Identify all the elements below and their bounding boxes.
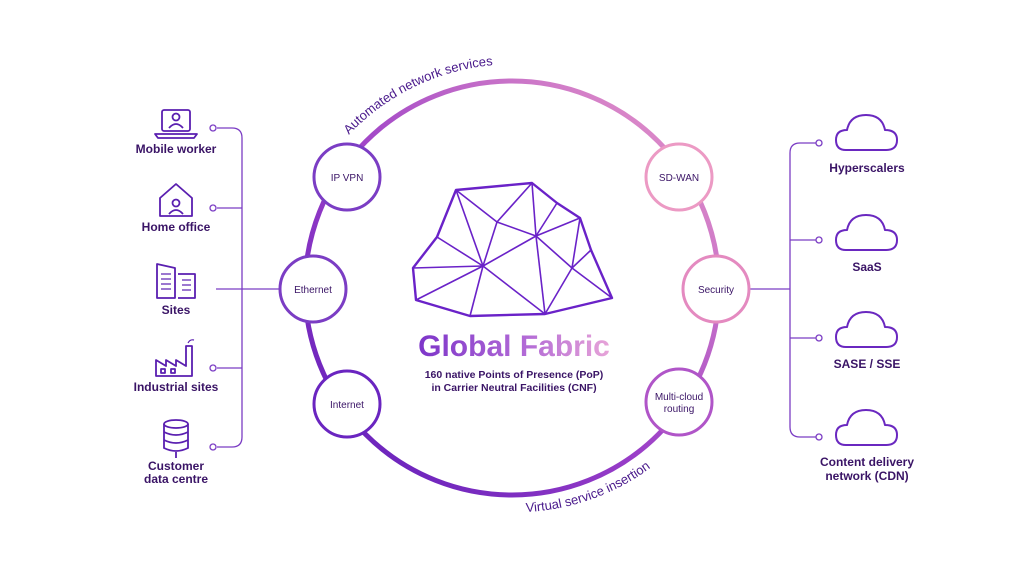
node-sd-wan: SD-WAN — [644, 142, 714, 212]
right-label-saas: SaaS — [852, 260, 881, 274]
node-ethernet-label: Ethernet — [294, 285, 332, 296]
cloud-icon-cdn — [835, 409, 898, 446]
left-connectors — [209, 124, 282, 451]
cloud-icon-sase — [835, 311, 898, 348]
node-multicloud-label-2: routing — [664, 404, 695, 415]
node-ip-vpn-label: IP VPN — [331, 173, 364, 184]
node-security-label: Security — [698, 285, 734, 296]
right-connectors — [748, 139, 823, 441]
left-label-customer-dc-1: Customer — [148, 459, 204, 473]
left-label-customer-dc-2: data centre — [144, 472, 208, 486]
left-label-sites: Sites — [162, 303, 191, 317]
arc-bottom-label: Virtual service insertion — [525, 458, 652, 515]
diagram-title: Global Fabric — [418, 330, 610, 363]
node-security: Security — [681, 254, 751, 324]
left-label-mobile-worker: Mobile worker — [136, 142, 217, 156]
right-label-cdn-2: network (CDN) — [825, 469, 908, 483]
home-user-icon — [159, 183, 193, 217]
node-multicloud-label-1: Multi-cloud — [655, 392, 703, 403]
right-label-hyperscalers: Hyperscalers — [829, 161, 905, 175]
arc-top-label: Automated network services — [340, 53, 493, 137]
factory-icon — [155, 339, 195, 377]
node-internet-label: Internet — [330, 400, 364, 411]
left-label-home-office: Home office — [142, 220, 211, 234]
mesh-cloud-icon — [411, 181, 614, 318]
node-ip-vpn: IP VPN — [312, 142, 382, 212]
subtitle-line-2: in Carrier Neutral Facilities (CNF) — [431, 382, 596, 394]
right-label-cdn-1: Content delivery — [820, 455, 914, 469]
node-internet: Internet — [312, 369, 382, 439]
cloud-icon-hyperscalers — [835, 114, 898, 151]
subtitle-line-1: 160 native Points of Presence (PoP) — [425, 369, 604, 381]
node-sd-wan-label: SD-WAN — [659, 173, 699, 184]
cloud-icon-saas — [835, 214, 898, 251]
left-label-industrial-sites: Industrial sites — [134, 380, 219, 394]
database-icon — [163, 419, 189, 458]
node-ethernet: Ethernet — [278, 254, 348, 324]
buildings-icon — [156, 263, 196, 299]
right-label-sase: SASE / SSE — [834, 357, 901, 371]
laptop-user-icon — [154, 109, 198, 139]
node-multicloud-routing: Multi-cloud routing — [644, 367, 714, 437]
